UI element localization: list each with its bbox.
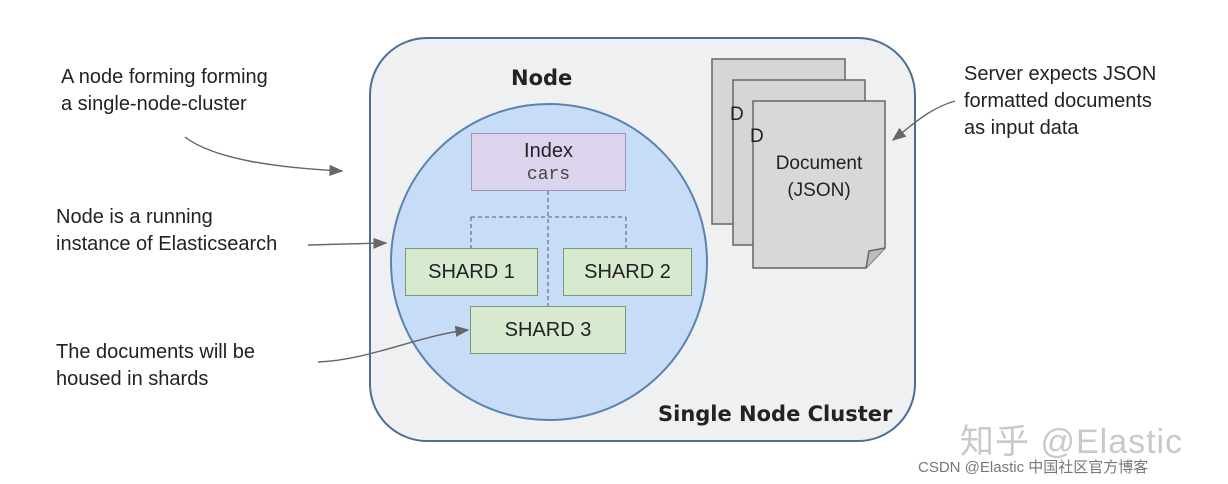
- document-label-line2: (JSON): [787, 180, 851, 201]
- shard-2: SHARD 2: [563, 248, 692, 296]
- index-box: Index cars: [471, 133, 626, 191]
- annotation-server-expects-line3: as input data: [964, 117, 1079, 139]
- annotation-documents-housed: The documents will be housed in shards: [56, 339, 255, 393]
- arrow-documents-housed: [317, 325, 470, 363]
- footer-credit: CSDN @Elastic 中国社区官方博客: [918, 459, 1149, 476]
- annotation-node-forming-line2: a single-node-cluster: [61, 93, 247, 115]
- cluster-label: Single Node Cluster: [658, 402, 893, 426]
- index-shard-connectors: [470, 191, 627, 306]
- annotation-node-forming: A node forming forming a single-node-clu…: [61, 64, 268, 118]
- annotation-documents-housed-line1: The documents will be: [56, 341, 255, 363]
- arrow-node-forming: [184, 136, 344, 176]
- annotation-node-running-line1: Node is a running: [56, 206, 213, 228]
- node-label: Node: [511, 66, 573, 90]
- arrow-server-expects: [891, 100, 956, 141]
- annotation-node-running: Node is a running instance of Elasticsea…: [56, 204, 277, 258]
- annotation-node-forming-line1: A node forming forming: [61, 66, 268, 88]
- annotation-server-expects: Server expects JSON formatted documents …: [964, 61, 1156, 142]
- document-middle-letter: D: [750, 126, 764, 147]
- document-back-letter: D: [730, 104, 744, 125]
- document-front: [752, 100, 886, 269]
- annotation-node-running-line2: instance of Elasticsearch: [56, 233, 278, 255]
- annotation-documents-housed-line2: housed in shards: [56, 368, 209, 390]
- document-stack: [711, 58, 886, 269]
- arrow-node-running: [307, 237, 388, 249]
- index-name: cars: [526, 164, 571, 185]
- annotation-server-expects-line1: Server expects JSON: [964, 63, 1157, 85]
- index-label: Index: [524, 139, 573, 162]
- watermark: 知乎 @Elastic: [960, 423, 1184, 461]
- annotation-server-expects-line2: formatted documents: [964, 90, 1152, 112]
- document-label: Document (JSON): [753, 150, 885, 204]
- shard-3: SHARD 3: [470, 306, 626, 354]
- document-label-line1: Document: [775, 153, 863, 174]
- shard-1: SHARD 1: [405, 248, 538, 296]
